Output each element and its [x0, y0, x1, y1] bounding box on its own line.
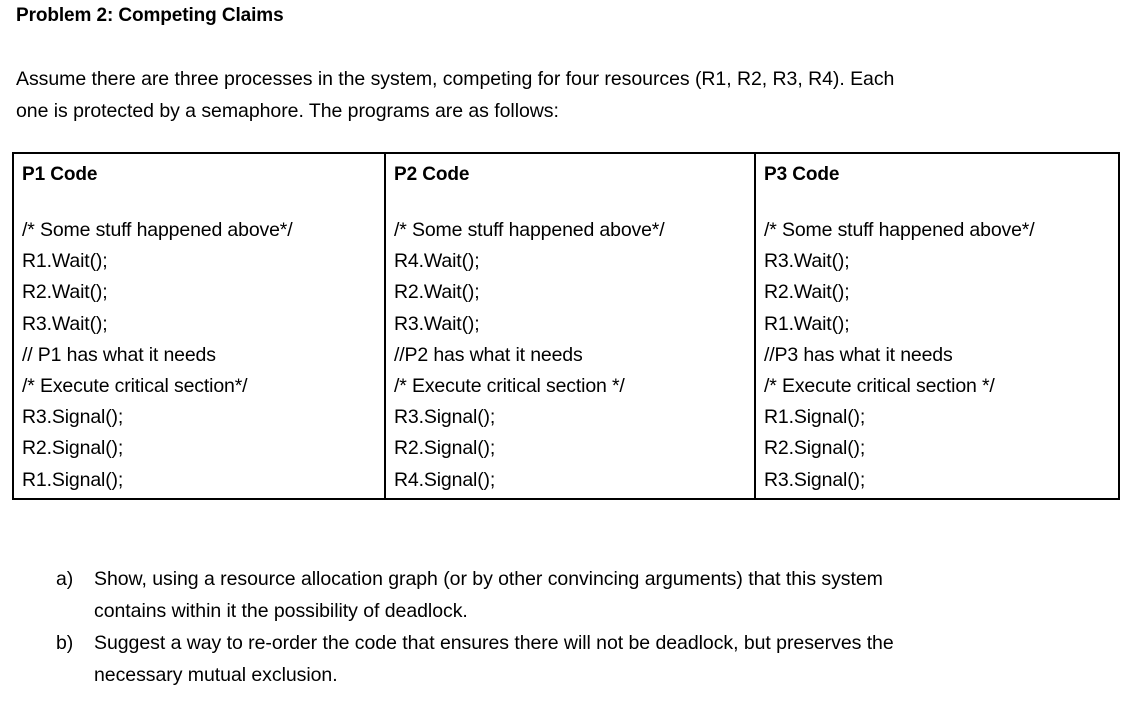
code-line: /* Execute critical section */: [764, 375, 995, 398]
code-line: R2.Signal();: [764, 437, 866, 460]
code-line: R3.Signal();: [764, 468, 866, 491]
intro-line: Assume there are three processes in the …: [16, 68, 895, 90]
code-block-p3: /* Some stuff happened above*/ R3.Wait()…: [764, 215, 1116, 496]
code-line: /* Some stuff happened above*/: [394, 219, 665, 241]
code-line: R4.Wait();: [394, 250, 480, 273]
process-code-table: P1 Code /* Some stuff happened above*/ R…: [12, 152, 1120, 500]
code-line: R3.Wait();: [764, 250, 850, 273]
column-header-p1: P1 Code: [22, 164, 98, 185]
code-block-p2: /* Some stuff happened above*/ R4.Wait()…: [394, 215, 752, 496]
code-line: R3.Signal();: [394, 406, 496, 429]
column-header-p2: P2 Code: [394, 164, 470, 185]
code-line: // P1 has what it needs: [22, 343, 216, 366]
list-marker: b): [56, 632, 74, 654]
code-line: R1.Wait();: [764, 312, 850, 335]
code-line: R2.Signal();: [22, 437, 124, 460]
code-line: R2.Wait();: [394, 281, 480, 304]
list-item-line: necessary mutual exclusion.: [94, 664, 338, 686]
code-column-p1: P1 Code /* Some stuff happened above*/ R…: [14, 154, 384, 498]
code-line: R3.Signal();: [22, 406, 124, 429]
intro-line: one is protected by a semaphore. The pro…: [16, 100, 559, 122]
list-item-text: Show, using a resource allocation graph …: [94, 563, 1116, 627]
code-line: R1.Signal();: [22, 468, 124, 491]
column-header-p3: P3 Code: [764, 164, 840, 185]
code-line: R2.Signal();: [394, 437, 496, 460]
list-marker: a): [56, 568, 74, 590]
list-item-line: Show, using a resource allocation graph …: [94, 568, 883, 590]
code-line: /* Execute critical section*/: [22, 375, 248, 398]
code-column-p2: P2 Code /* Some stuff happened above*/ R…: [384, 154, 754, 498]
question-list: a) Show, using a resource allocation gra…: [56, 563, 1116, 691]
code-column-p3: P3 Code /* Some stuff happened above*/ R…: [754, 154, 1118, 498]
list-item: b) Suggest a way to re-order the code th…: [56, 627, 1116, 691]
code-line: R4.Signal();: [394, 468, 496, 491]
intro-paragraph: Assume there are three processes in the …: [16, 63, 1081, 127]
code-line: /* Execute critical section */: [394, 375, 625, 398]
list-item-text: Suggest a way to re-order the code that …: [94, 627, 1116, 691]
code-line: R3.Wait();: [22, 312, 108, 335]
code-line: /* Some stuff happened above*/: [22, 219, 293, 241]
code-line: R2.Wait();: [22, 281, 108, 304]
code-line: //P3 has what it needs: [764, 343, 953, 366]
code-line: R1.Wait();: [22, 250, 108, 273]
code-line: /* Some stuff happened above*/: [764, 219, 1035, 241]
list-item-line: Suggest a way to re-order the code that …: [94, 632, 894, 654]
code-line: //P2 has what it needs: [394, 343, 583, 366]
code-line: R3.Wait();: [394, 312, 480, 335]
code-line: R2.Wait();: [764, 281, 850, 304]
page-title: Problem 2: Competing Claims: [16, 5, 284, 26]
code-block-p1: /* Some stuff happened above*/ R1.Wait()…: [22, 215, 382, 496]
list-item-line: contains within it the possibility of de…: [94, 600, 468, 622]
list-item: a) Show, using a resource allocation gra…: [56, 563, 1116, 627]
code-line: R1.Signal();: [764, 406, 866, 429]
